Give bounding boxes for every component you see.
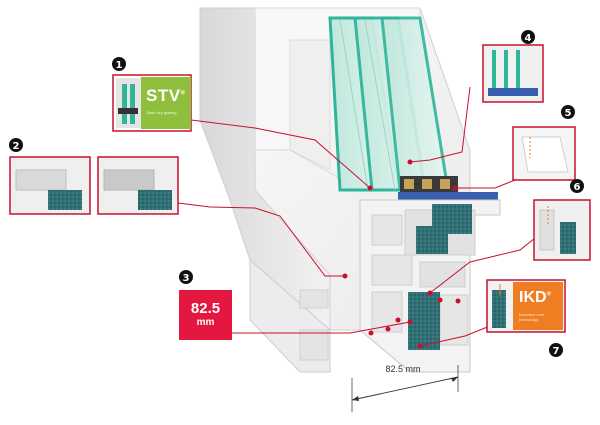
detail-inset-gaskets xyxy=(9,156,179,215)
stv-caption: Static dry glazing xyxy=(146,110,177,115)
callout-marker-7: 7 xyxy=(549,343,563,357)
ikd-logo-tag: IKD® Insulated core technology xyxy=(513,282,563,330)
svg-text:7: 7 xyxy=(553,346,560,357)
svg-text:2: 2 xyxy=(13,141,20,152)
svg-text:5: 5 xyxy=(565,108,572,119)
depth-badge-value: 82.5 xyxy=(190,300,221,317)
callout-marker-4: 4 xyxy=(521,30,535,44)
profile-cross-section xyxy=(249,199,501,373)
triple-glazing xyxy=(328,16,450,192)
depth-badge-unit: mm xyxy=(196,317,215,328)
stv-logo-tag: STV® Static dry glazing xyxy=(141,77,191,129)
ikd-brand-mark: ® xyxy=(546,291,551,298)
callout-marker-3: 3 xyxy=(179,270,193,284)
callout-markers: 1 2 3 4 5 6 7 xyxy=(9,30,584,357)
callout-marker-5: 5 xyxy=(561,105,575,119)
svg-text:3: 3 xyxy=(183,273,190,284)
ikd-brand: IKD xyxy=(519,289,547,306)
dimension-label: 82.5 mm xyxy=(385,364,421,374)
svg-text:6: 6 xyxy=(574,182,581,193)
svg-text:4: 4 xyxy=(525,33,532,44)
depth-dimension-line xyxy=(351,365,459,412)
callout-marker-2: 2 xyxy=(9,138,23,152)
detail-inset-glass xyxy=(482,44,544,103)
ikd-caption: Insulated core technology xyxy=(519,312,545,322)
callout-marker-6: 6 xyxy=(570,179,584,193)
stv-brand: STV xyxy=(146,86,181,105)
leader-endpoints xyxy=(342,159,461,349)
callout-marker-1: 1 xyxy=(112,57,126,71)
svg-text:1: 1 xyxy=(116,60,123,71)
detail-inset-bead xyxy=(512,126,576,181)
depth-badge: 82.5 mm xyxy=(179,290,232,340)
stv-brand-mark: ® xyxy=(180,90,186,97)
detail-inset-reinforcement xyxy=(533,199,591,261)
